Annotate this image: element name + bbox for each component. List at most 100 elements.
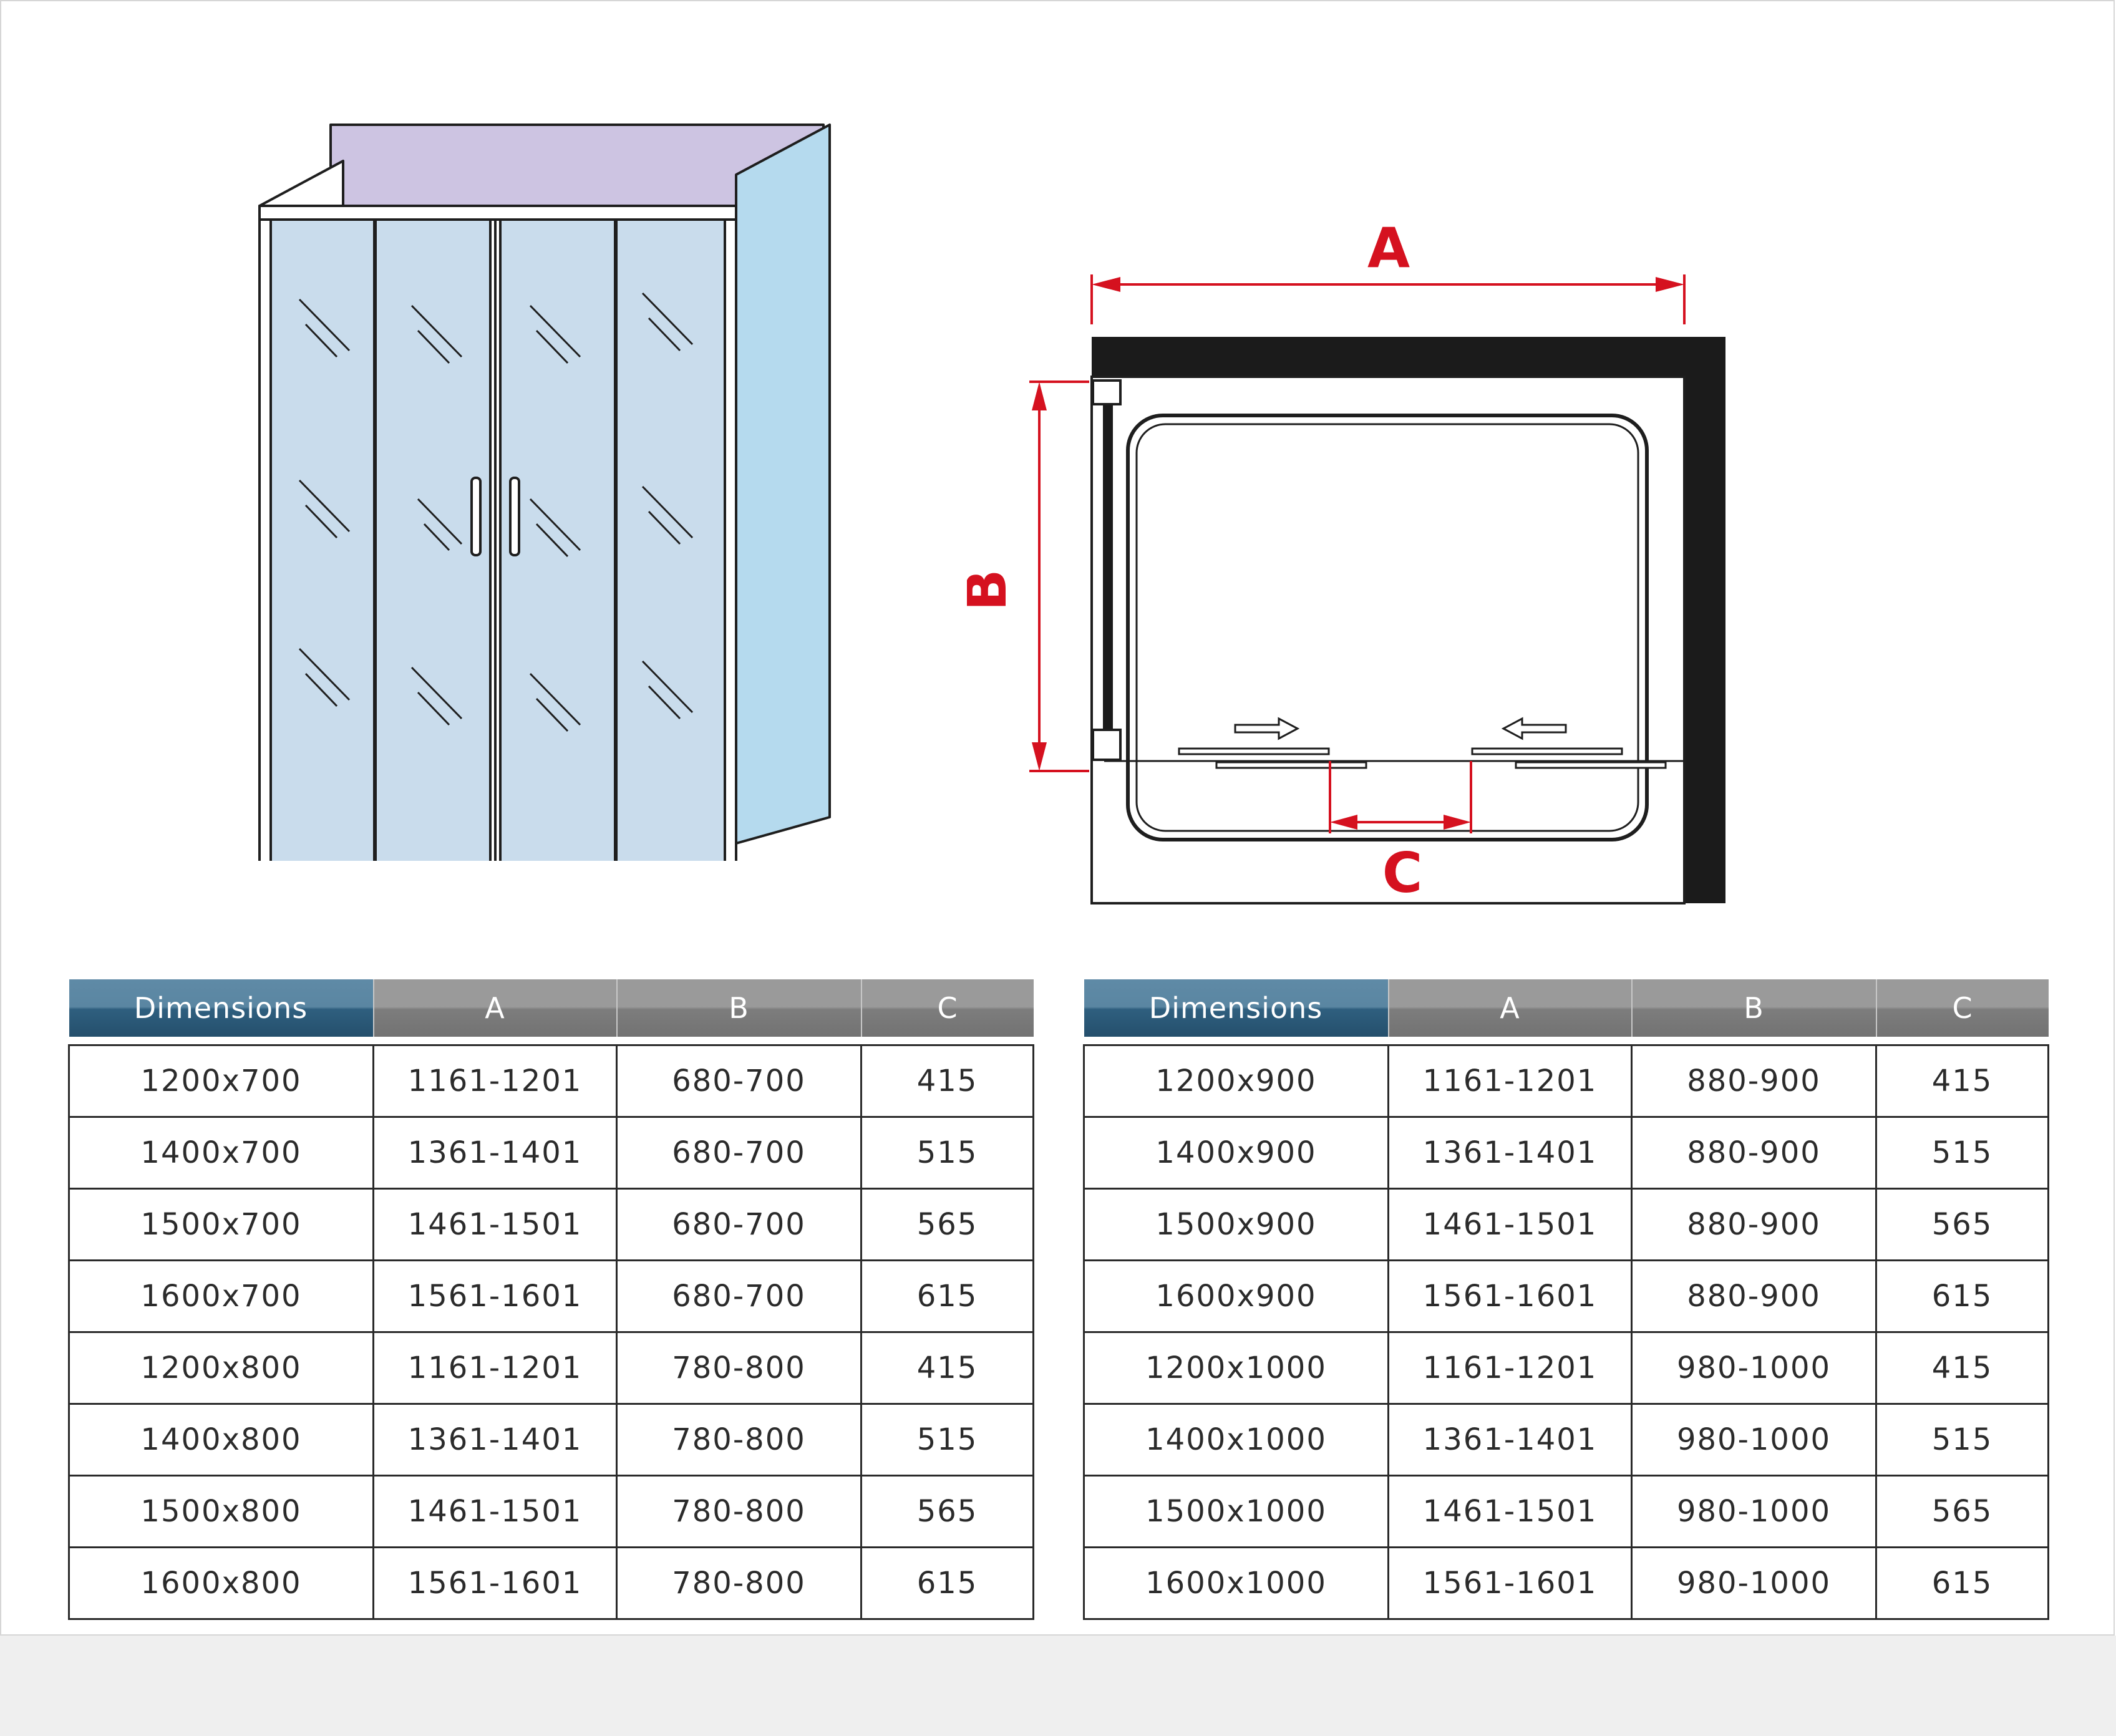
cell-c: 565 [1875, 1475, 2049, 1548]
cell-dimensions: 1500x700 [68, 1188, 374, 1261]
cell-dimensions: 1600x1000 [1083, 1546, 1389, 1620]
back-wall-bar [1092, 337, 1725, 377]
cell-c: 565 [1875, 1188, 2049, 1261]
cell-b: 980-1000 [1631, 1331, 1877, 1405]
page-frame [0, 0, 2115, 1636]
cell-c: 415 [860, 1331, 1034, 1405]
cell-b: 880-900 [1631, 1116, 1877, 1190]
cell-dimensions: 1400x1000 [1083, 1403, 1389, 1477]
cell-a: 1461-1501 [1387, 1475, 1633, 1548]
door-handle-left [470, 477, 482, 556]
cell-b: 780-800 [616, 1403, 862, 1477]
door-handle-right [509, 477, 520, 556]
header-b: B [1631, 979, 1877, 1037]
cell-c: 415 [1875, 1331, 2049, 1405]
cell-c: 415 [860, 1044, 1034, 1118]
cell-a: 1561-1601 [1387, 1259, 1633, 1333]
cell-a: 1161-1201 [1387, 1044, 1633, 1118]
plan-view-drawing: A B C [967, 216, 1725, 905]
side-panel [735, 124, 831, 845]
bottom-fixing [1092, 729, 1122, 761]
cell-c: 615 [860, 1546, 1034, 1620]
cell-dimensions: 1200x1000 [1083, 1331, 1389, 1405]
header-a: A [1388, 979, 1633, 1037]
cell-dimensions: 1200x900 [1083, 1044, 1389, 1118]
header-a: A [373, 979, 618, 1037]
cell-a: 1461-1501 [1387, 1188, 1633, 1261]
cell-c: 565 [860, 1475, 1034, 1548]
header-dimensions: Dimensions [69, 979, 374, 1037]
cell-b: 780-800 [616, 1475, 862, 1548]
cell-c: 515 [860, 1116, 1034, 1190]
bottom-strip [0, 1636, 2116, 1736]
header-c: C [861, 979, 1034, 1037]
header-b: B [616, 979, 862, 1037]
cell-b: 880-900 [1631, 1044, 1877, 1118]
cell-a: 1361-1401 [372, 1403, 618, 1477]
cell-a: 1361-1401 [372, 1116, 618, 1190]
cell-a: 1561-1601 [372, 1546, 618, 1620]
glass-reflection-marks [298, 292, 694, 732]
top-rail [258, 205, 737, 221]
cell-c: 565 [860, 1188, 1034, 1261]
basin-inner [1135, 423, 1639, 832]
cell-dimensions: 1400x700 [68, 1116, 374, 1190]
cell-c: 615 [860, 1259, 1034, 1333]
cell-b: 980-1000 [1631, 1475, 1877, 1548]
dimension-a-label: A [1367, 216, 1410, 280]
cell-b: 680-700 [616, 1044, 862, 1118]
cell-dimensions: 1600x900 [1083, 1259, 1389, 1333]
cell-a: 1461-1501 [372, 1475, 618, 1548]
dimension-c-label: C [1382, 841, 1423, 905]
wall-profile [258, 160, 344, 207]
cell-b: 780-800 [616, 1546, 862, 1620]
header-dimensions: Dimensions [1084, 979, 1389, 1037]
cell-c: 515 [860, 1403, 1034, 1477]
top-fixing [1092, 379, 1122, 405]
cell-dimensions: 1500x1000 [1083, 1475, 1389, 1548]
cell-b: 680-700 [616, 1188, 862, 1261]
cell-dimensions: 1200x700 [68, 1044, 374, 1118]
basin-outer [1126, 414, 1649, 841]
header-c: C [1876, 979, 2049, 1037]
dimension-c [1329, 761, 1472, 833]
cell-a: 1161-1201 [372, 1331, 618, 1405]
sliding-rails [1104, 747, 1684, 769]
sliding-arrows [1234, 717, 1567, 740]
cell-b: 980-1000 [1631, 1403, 1877, 1477]
cell-dimensions: 1500x900 [1083, 1188, 1389, 1261]
cell-b: 680-700 [616, 1259, 862, 1333]
table-header-row: Dimensions A B C [69, 979, 1034, 1037]
cell-b: 880-900 [1631, 1188, 1877, 1261]
cell-dimensions: 1400x800 [68, 1403, 374, 1477]
cell-a: 1161-1201 [372, 1044, 618, 1118]
cell-dimensions: 1500x800 [68, 1475, 374, 1548]
left-profile [1103, 393, 1113, 742]
cell-dimensions: 1400x900 [1083, 1116, 1389, 1190]
cell-a: 1461-1501 [372, 1188, 618, 1261]
cell-c: 615 [1875, 1259, 2049, 1333]
cell-b: 980-1000 [1631, 1546, 1877, 1620]
cell-c: 615 [1875, 1546, 2049, 1620]
cell-a: 1561-1601 [372, 1259, 618, 1333]
cell-a: 1161-1201 [1387, 1331, 1633, 1405]
cell-b: 880-900 [1631, 1259, 1877, 1333]
cell-dimensions: 1600x700 [68, 1259, 374, 1333]
side-wall-bar [1684, 337, 1725, 903]
